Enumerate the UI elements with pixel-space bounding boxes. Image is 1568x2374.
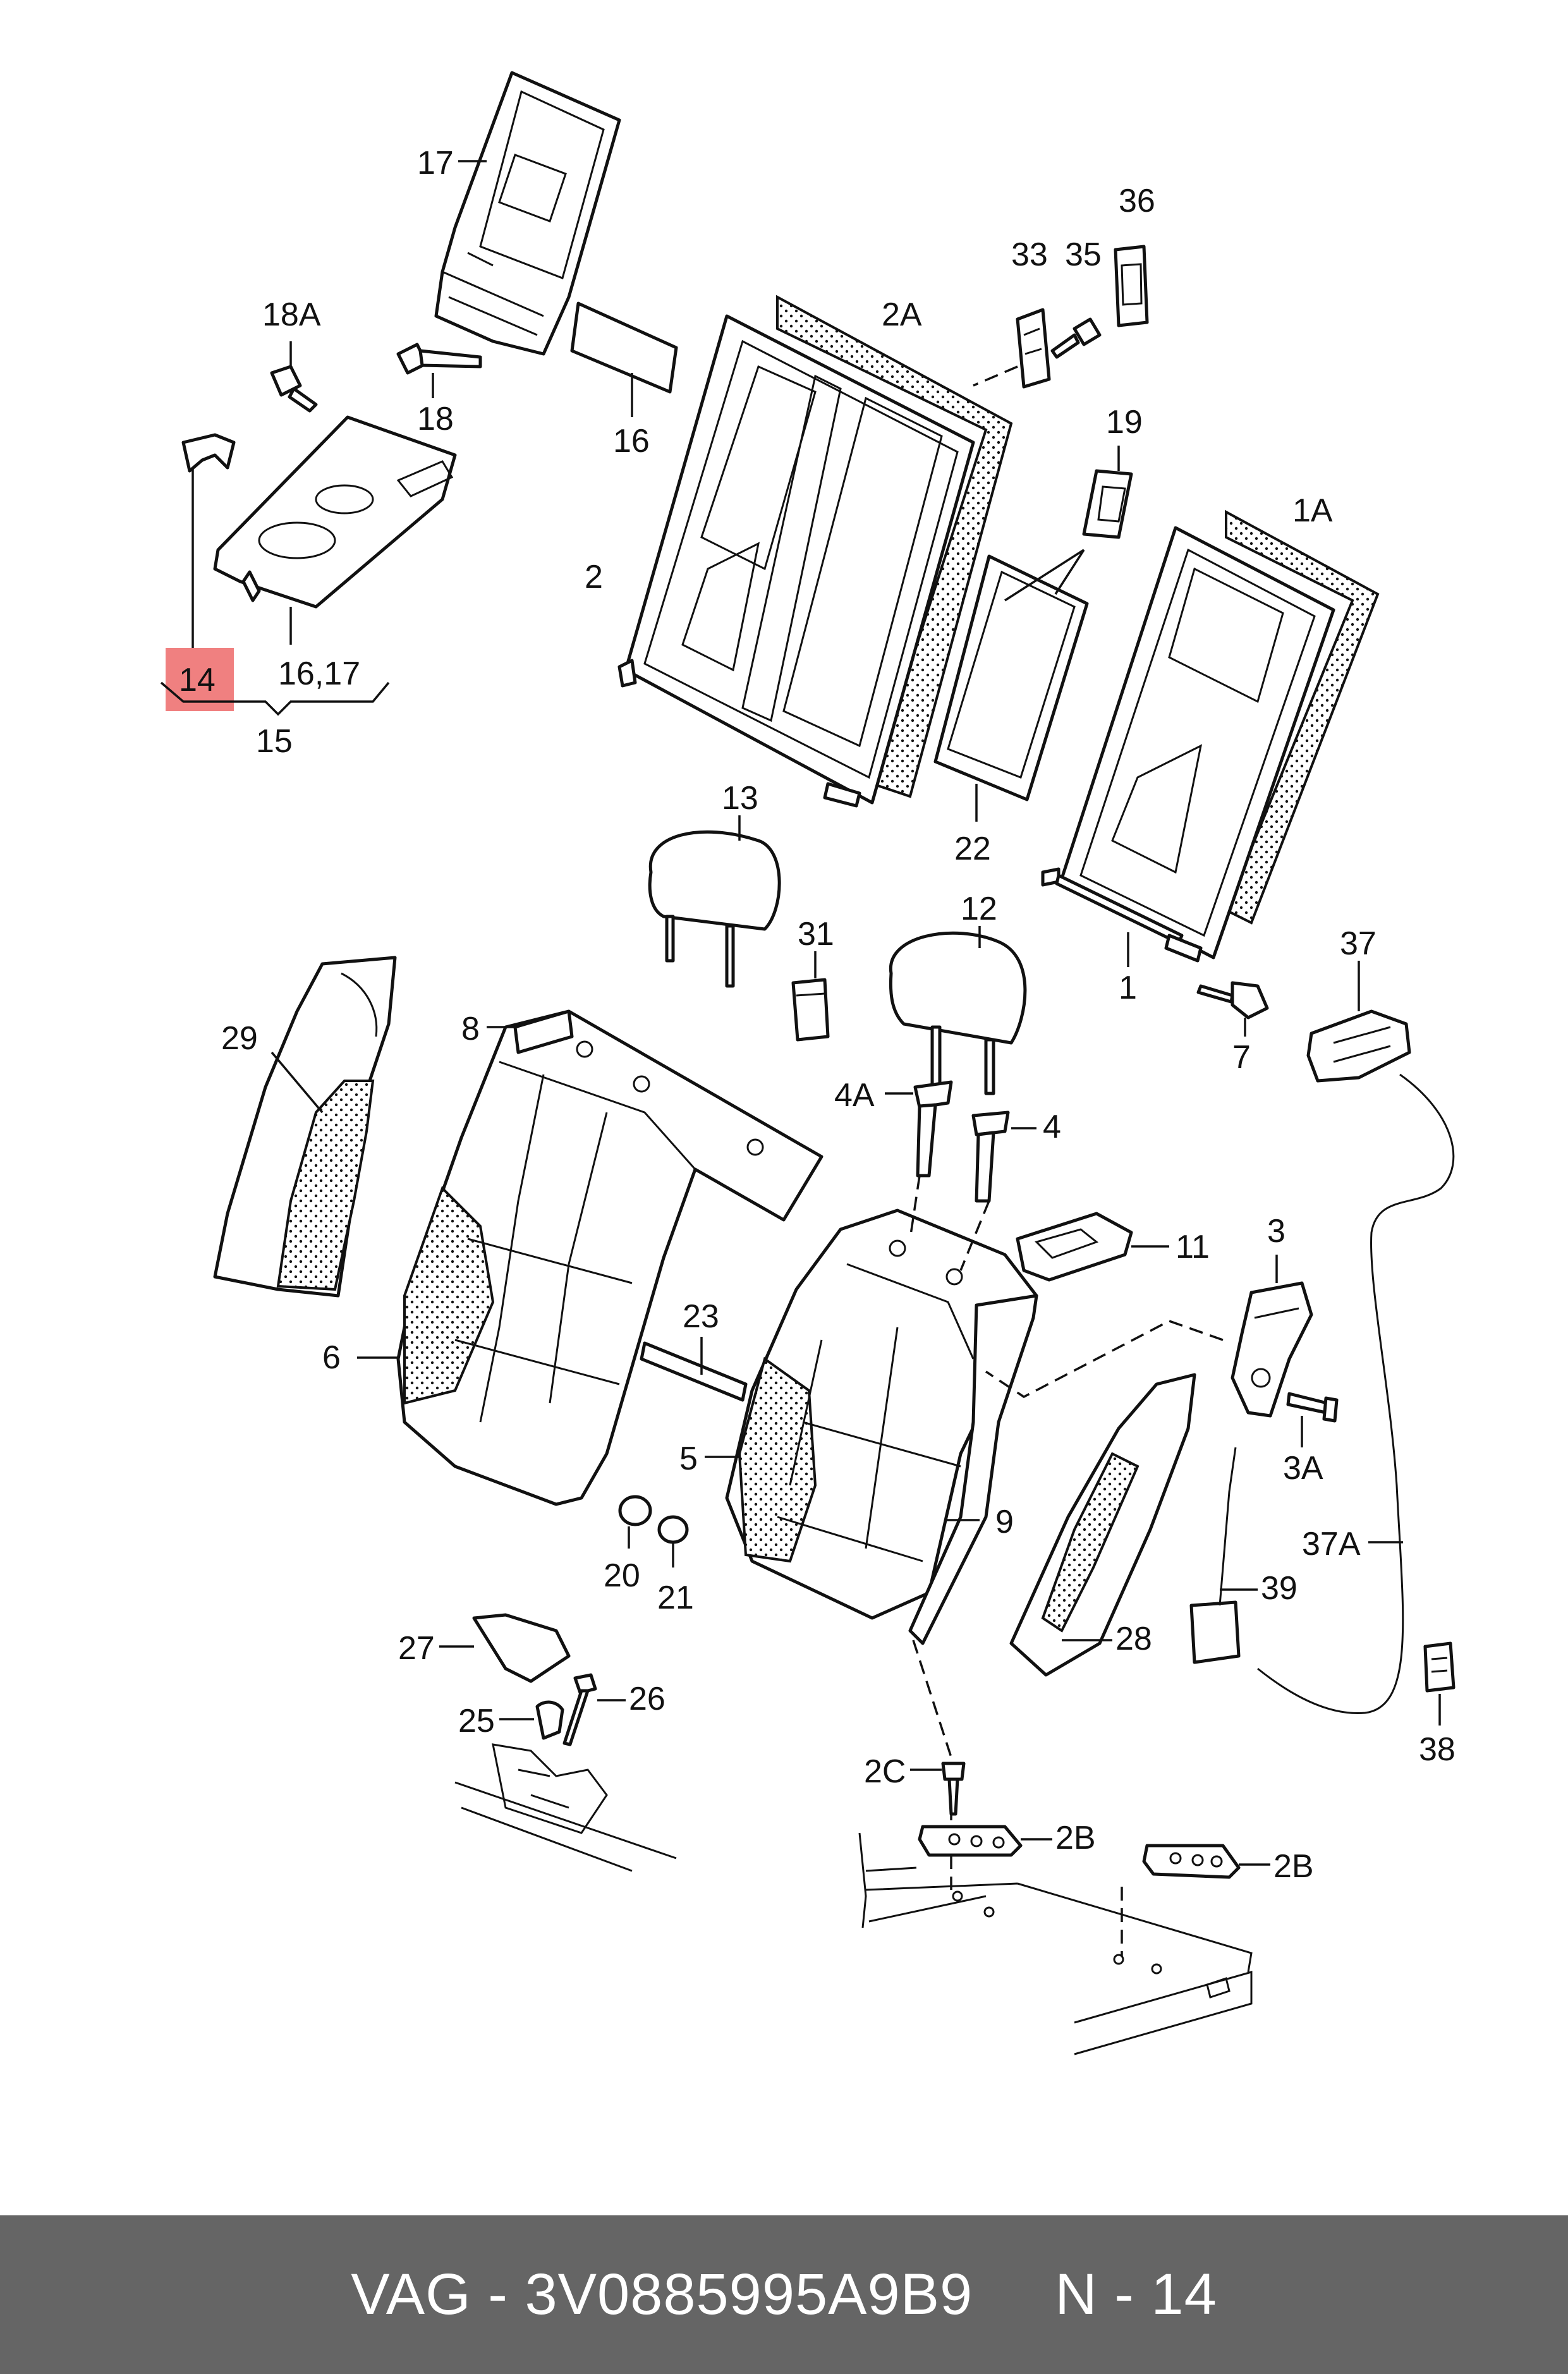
callout-labels: 17 18A 18 16 2 2A 33 35 36 19 22 1A 1 7 … [179, 145, 1456, 1885]
callout-21: 21 [657, 1580, 694, 1616]
callout-39: 39 [1261, 1570, 1298, 1607]
callout-38: 38 [1419, 1731, 1456, 1768]
plate-part-2B-right [1142, 1844, 1270, 1879]
callout-31: 31 [798, 916, 834, 953]
callout-9: 9 [995, 1504, 1014, 1540]
seat-base-lower-right [858, 1814, 1253, 2055]
dashed-leader-2c [912, 1640, 952, 1758]
callout-26: 26 [629, 1681, 665, 1717]
callout-1: 1 [1119, 970, 1137, 1006]
guide-part-4A [885, 1080, 953, 1178]
bolt-part-3A [1286, 1392, 1339, 1447]
callout-37: 37 [1340, 925, 1377, 962]
callout-4A: 4A [834, 1077, 875, 1114]
footer-brand: VAG [351, 2262, 471, 2327]
callout-29: 29 [221, 1020, 258, 1057]
callout-18A: 18A [262, 296, 321, 333]
plate-part-2B-left [918, 1825, 1052, 1857]
trim-part-28 [1009, 1373, 1196, 1677]
callout-16: 16 [613, 423, 650, 460]
callout-2B-left: 2B [1055, 1820, 1096, 1856]
panel-part-22 [933, 549, 1089, 822]
callout-7: 7 [1232, 1039, 1251, 1076]
callout-37A: 37A [1302, 1526, 1361, 1562]
lock-part-19 [1082, 446, 1133, 539]
screw-part-26 [562, 1673, 626, 1746]
callout-2C: 2C [864, 1753, 906, 1790]
cover-part-36 [1114, 245, 1149, 327]
backrest-cushion-part-6 [357, 1009, 824, 1506]
side-trim-part-9 [908, 1294, 1038, 1645]
callout-25: 25 [458, 1703, 495, 1739]
callout-23: 23 [683, 1298, 719, 1335]
armrest-cupholder-part-16-17 [213, 415, 457, 645]
exploded-parts-diagram: 17 18A 18 16 2 2A 33 35 36 19 22 1A 1 7 … [160, 71, 1456, 2055]
footer-part-number: 3V0885995A9B9 [525, 2262, 973, 2327]
callout-27: 27 [398, 1630, 435, 1667]
backrest-frame-part-1 [1041, 509, 1380, 967]
callout-18: 18 [417, 401, 454, 437]
callout-2B-right: 2B [1273, 1848, 1314, 1885]
footer-separator: - [488, 2262, 508, 2327]
callout-36: 36 [1119, 183, 1155, 219]
grommet-part-21 [657, 1515, 689, 1567]
clip-part-14 [160, 433, 390, 716]
strip-part-23 [640, 1337, 748, 1402]
callout-28: 28 [1115, 1621, 1152, 1657]
sensor-part-39 [1189, 1447, 1258, 1664]
bracket-part-27 [439, 1613, 571, 1683]
callout-22: 22 [954, 831, 991, 867]
callout-15: 15 [256, 723, 293, 760]
bolt-part-18 [396, 343, 482, 398]
callout-35: 35 [1065, 236, 1102, 273]
bolt-part-7 [1196, 981, 1269, 1037]
guide-part-4 [971, 1111, 1036, 1203]
callout-6: 6 [322, 1339, 341, 1376]
callout-19: 19 [1106, 404, 1143, 441]
callout-3A: 3A [1283, 1450, 1323, 1487]
cable-part-37A [1257, 1073, 1455, 1714]
callout-8: 8 [461, 1011, 480, 1047]
pad-part-11 [1016, 1212, 1169, 1282]
side-bolster-part-29 [213, 956, 397, 1298]
callout-20: 20 [604, 1557, 640, 1594]
hinge-part-3 [985, 1255, 1313, 1418]
bracket-part-33 [973, 308, 1051, 389]
clip-part-38 [1423, 1641, 1456, 1726]
callout-2A: 2A [882, 296, 922, 333]
callout-11: 11 [1176, 1229, 1210, 1265]
callout-1A: 1A [1292, 492, 1333, 529]
screw-part-2C [910, 1762, 966, 1816]
footer-sheet-ref: N - 14 [1055, 2262, 1217, 2327]
callout-4: 4 [1043, 1109, 1061, 1145]
callout-12: 12 [961, 891, 997, 927]
callout-33: 33 [1011, 236, 1048, 273]
pad-part-16 [570, 301, 678, 417]
backrest-frame-part-2 [617, 295, 1013, 808]
footer-bar: VAG - 3V0885995A9B9 N - 14 [0, 2215, 1568, 2374]
callout-5: 5 [679, 1440, 698, 1477]
seat-base-lower-left [454, 1743, 677, 1872]
callout-13: 13 [722, 780, 758, 817]
dashed-leader-headrest-right [959, 1200, 990, 1271]
callout-14: 14 [179, 662, 216, 698]
grommet-part-20 [618, 1495, 652, 1549]
callout-17: 17 [417, 145, 454, 181]
armrest-frame-part-17 [434, 71, 621, 356]
backrest-cushion-part-5 [705, 1208, 1038, 1620]
callout-2: 2 [585, 559, 603, 595]
headrest-part-12 [889, 926, 1027, 1095]
button-part-31 [791, 951, 830, 1042]
release-handle-part-37 [1306, 961, 1411, 1083]
callout-16-17: 16,17 [278, 655, 360, 692]
dashed-leader-headrest [909, 1175, 921, 1239]
bolt-part-18A [270, 341, 318, 413]
headrest-part-13 [648, 815, 781, 988]
callout-3: 3 [1267, 1213, 1285, 1250]
screw-part-35 [1050, 317, 1102, 359]
retainer-part-25 [499, 1700, 564, 1740]
